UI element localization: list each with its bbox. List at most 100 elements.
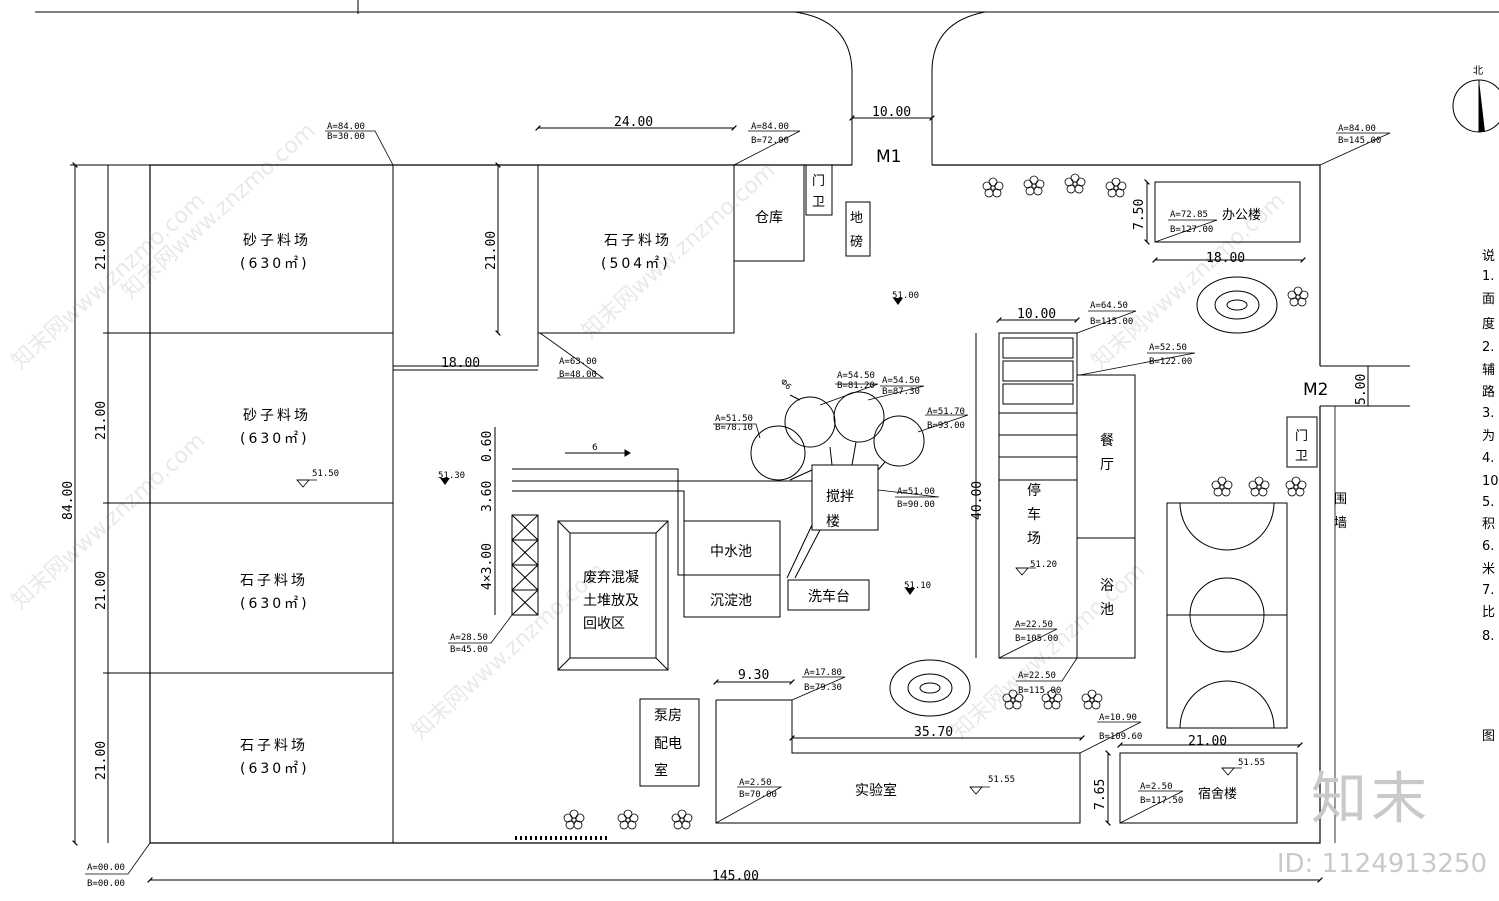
pump-room: [639, 698, 700, 787]
note-10: 10: [1482, 474, 1499, 489]
laboratory: [713, 679, 1085, 824]
car-wash-label: 洗车台: [808, 588, 850, 605]
elevations: 51.00 51.50 51.30 51.10 51.20 51.55 51.5…: [296, 291, 1265, 795]
note-11: 5.: [1482, 495, 1494, 510]
notes-column: 说 1. 面 度 2. 辅 路 3. 为 4. 10 5. 积 6. 米 7. …: [1482, 249, 1499, 744]
coord-2a: A=84.00: [751, 122, 789, 132]
pump-label-a: 泵房: [654, 708, 682, 724]
yard-width: 24.00: [614, 115, 653, 130]
bath-label-b: 池: [1100, 602, 1114, 618]
waste-area: [557, 520, 669, 671]
note-14: 米: [1482, 562, 1495, 577]
coord-17b: B=109.60: [1099, 732, 1142, 742]
sand-yard-1-label: 砂子料场: [243, 233, 311, 249]
coord-8b: B=78.10: [715, 423, 753, 433]
watermark: 知末网www.znzmo.com: [7, 188, 210, 374]
note-17: 8.: [1482, 629, 1494, 644]
scale-label-a: 地: [850, 211, 863, 226]
stone-yard-2-label: 石子料场: [240, 738, 308, 754]
stone-yard-1-area: (630㎡): [240, 596, 310, 612]
mixing-label-a: 搅拌: [826, 489, 854, 505]
watermark-layer: 知末网www.znzmo.com 知末网www.znzmo.com 知末网www…: [7, 118, 1290, 744]
coord-13b: B=45.00: [450, 645, 488, 655]
parking-labels: 停 车 场 餐 厅 浴 池 10.00 40.00: [970, 307, 1114, 618]
coord-10a: A=54.50: [882, 376, 920, 386]
coord-12b: B=90.00: [897, 500, 935, 510]
note-3: 度: [1482, 316, 1495, 332]
parking-width: 10.00: [1017, 307, 1056, 322]
coord-9b: B=81.20: [837, 381, 875, 391]
note-6: 路: [1482, 384, 1495, 400]
note-5: 辅: [1482, 363, 1495, 378]
note-1: 1.: [1482, 269, 1494, 284]
coord-14a: A=22.50: [1015, 620, 1053, 630]
elev-5: 51.20: [1030, 560, 1057, 570]
note-9: 4.: [1482, 451, 1494, 466]
gate-m1-width: 10.00: [872, 105, 911, 120]
coord-20a: A=00.00: [87, 863, 125, 873]
fountains: [889, 276, 1278, 717]
dorm-width: 21.00: [1188, 734, 1227, 749]
coord-6a: A=52.50: [1149, 343, 1187, 353]
coord-4a: A=63.00: [559, 357, 597, 367]
coord-1a: A=84.00: [327, 122, 365, 132]
yard-height: 21.00: [484, 231, 499, 270]
elev-3: 51.30: [438, 471, 465, 481]
image-id: ID: 1124913250: [1276, 849, 1487, 879]
north-label: 北: [1473, 65, 1483, 77]
coord-3b: B=145.00: [1338, 136, 1381, 146]
flow-arrow-label: 6: [592, 443, 598, 453]
dimension-lines: [70, 125, 1323, 883]
height-060: 0.60: [480, 431, 495, 462]
coordinates: A=84.00B=30.00 A=84.00B=72.00 A=84.00B=1…: [87, 122, 1381, 889]
parking-label-a: 停: [1027, 482, 1041, 499]
coord-1b: B=30.00: [327, 132, 365, 142]
height-4x3: 4×3.00: [480, 543, 495, 590]
canteen-label-b: 厅: [1100, 457, 1114, 473]
office-width: 18.00: [1206, 251, 1245, 266]
stone-yard-2-area: (630㎡): [240, 761, 310, 777]
bath-label-a: 浴: [1100, 578, 1114, 594]
stone-yard-3-area: (504㎡): [601, 256, 671, 272]
guard-1-label-a: 门: [812, 174, 825, 189]
note-2: 面: [1482, 292, 1495, 307]
aggregate-yards: [149, 164, 871, 844]
scale-label-b: 磅: [850, 234, 863, 250]
mixing-label-b: 楼: [826, 514, 840, 530]
pump-label-c: 室: [654, 762, 668, 779]
elev-6: 51.55: [988, 775, 1015, 785]
elev-1: 51.00: [892, 291, 919, 301]
warehouse-label: 仓库: [755, 210, 783, 226]
coord-19b: B=117.50: [1140, 796, 1183, 806]
elev-7: 51.55: [1238, 758, 1265, 768]
gate-m2-label: M2: [1303, 380, 1328, 400]
gate-m2-width: 5.00: [1354, 374, 1369, 405]
dorm-label: 宿舍楼: [1198, 786, 1237, 802]
note-4: 2.: [1482, 340, 1494, 355]
coord-14b: B=105.00: [1015, 634, 1058, 644]
office-height: 7.50: [1132, 199, 1147, 230]
coord-17a: A=10.90: [1099, 713, 1137, 723]
elev-4: 51.10: [904, 581, 931, 591]
wall-label-b: 墙: [1334, 516, 1347, 531]
guard-1-label-b: 卫: [812, 195, 825, 210]
parking-area: [975, 332, 1136, 659]
silo-diameter: Φ6: [779, 377, 793, 391]
dormitory: [1105, 742, 1303, 826]
sand-yard-2-area: (630㎡): [240, 431, 310, 447]
pools: [512, 449, 870, 618]
guard-2-label-a: 门: [1295, 429, 1308, 444]
coord-5a: A=64.50: [1090, 301, 1128, 311]
site-boundary: [149, 164, 1336, 844]
parking-height: 40.00: [970, 481, 985, 520]
watermark: 知末网www.znzmo.com: [407, 558, 610, 744]
coord-13a: A=28.50: [450, 633, 488, 643]
coordinate-leaders: [85, 130, 1391, 875]
coord-4b: B=48.00: [559, 370, 597, 380]
waste-label-c: 回收区: [583, 616, 625, 632]
stone-yard-1-label: 石子料场: [240, 573, 308, 589]
watermark: 知末网www.znzmo.com: [577, 158, 780, 344]
sedimentation-grid: [494, 427, 539, 616]
note-7: 3.: [1482, 406, 1494, 421]
